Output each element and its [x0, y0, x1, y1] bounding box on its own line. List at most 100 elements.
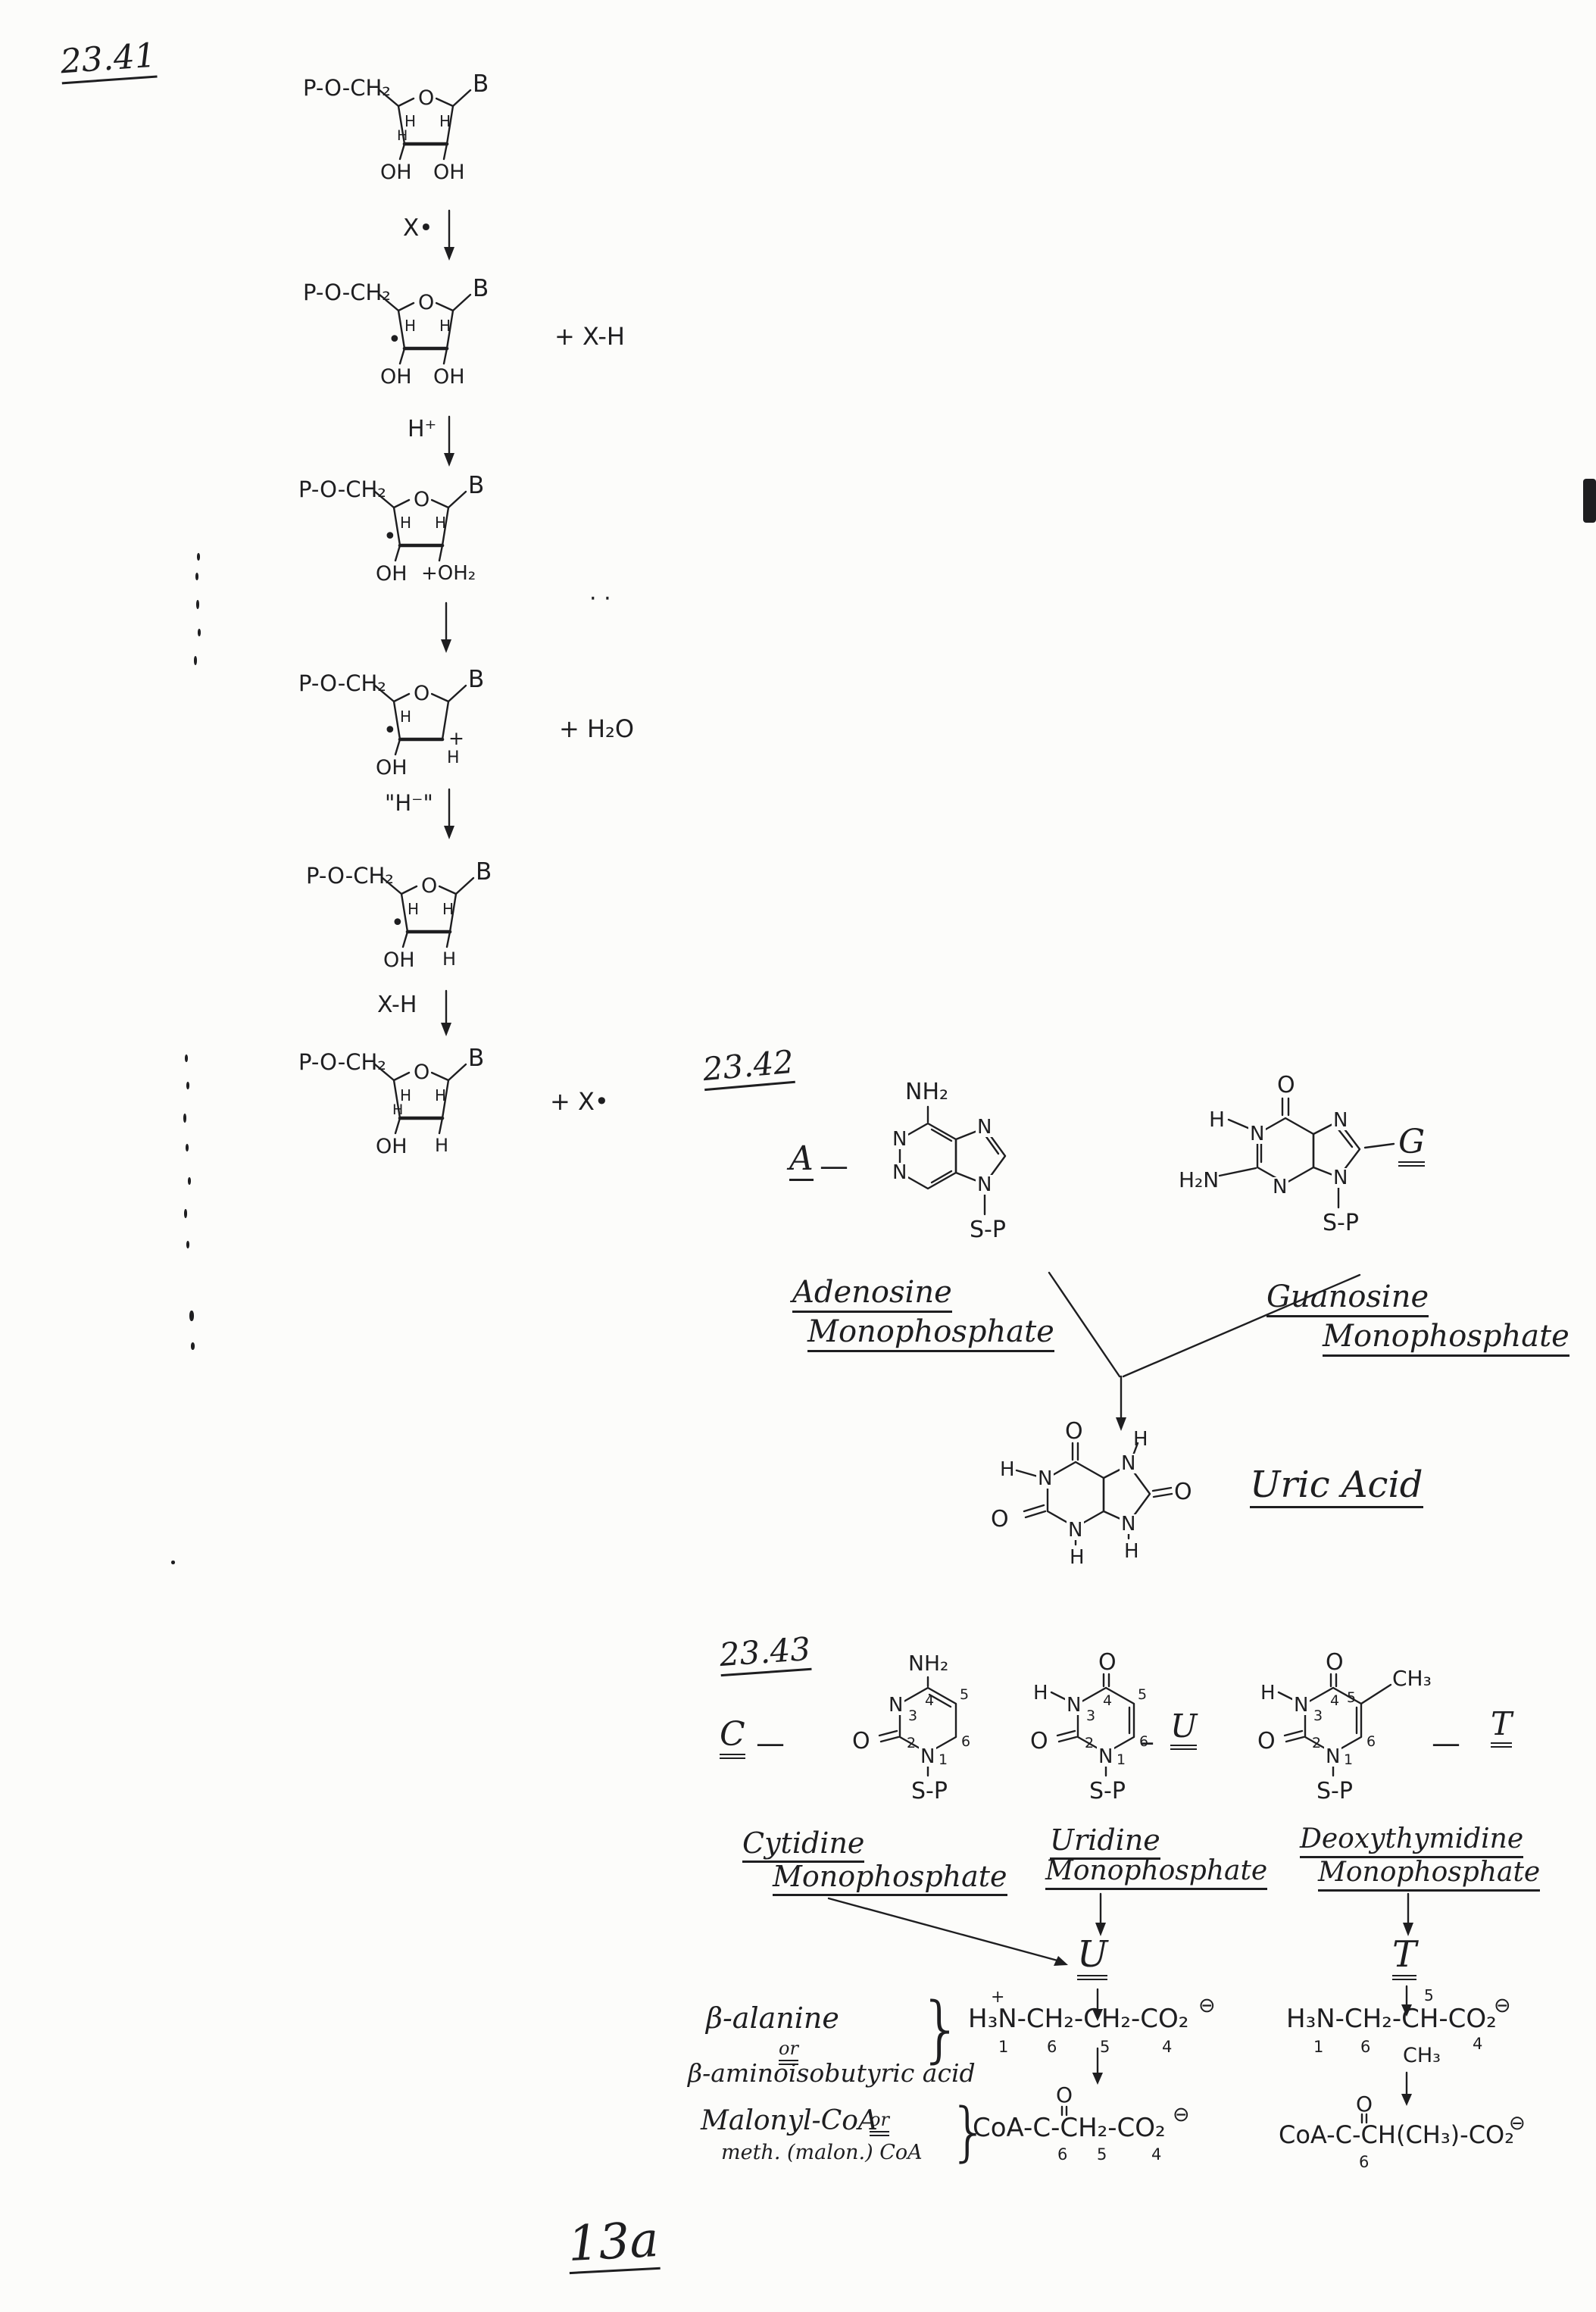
problem-heading-2343: 23.43	[718, 1630, 812, 1677]
radical-dot: •	[383, 717, 397, 744]
sugar-phosphate-label: S-P	[911, 1778, 948, 1804]
radical-dot: •	[391, 910, 404, 936]
carbonyl-o-label: O	[1174, 1479, 1192, 1505]
ring-n-label: N	[976, 1173, 994, 1196]
thymine-letter: T	[1491, 1708, 1513, 1748]
malonyl-coa-label: Malonyl-CoA	[701, 2105, 878, 2136]
byproduct-xh-label: + X-H	[554, 322, 625, 351]
cytidine-name-line1: Cytidine	[742, 1829, 865, 1863]
aminoisobutyrate-formula: H₃N-CH₂-CH-CO₂	[1286, 2004, 1497, 2034]
ring-h-label: H	[442, 948, 457, 970]
guanosine-name-line2: Monophosphate	[1323, 1321, 1569, 1357]
ring-oxygen-label: O	[417, 86, 436, 110]
atom-number: 4	[1151, 2145, 1162, 2164]
ink-speck	[194, 656, 197, 665]
ring-h-label: H	[439, 317, 451, 335]
ring-h-label: H	[435, 1135, 449, 1156]
atom-number: 1	[1313, 2038, 1324, 2056]
ring-n-label: N	[919, 1745, 937, 1768]
t-intermediate-letter: T	[1392, 1936, 1417, 1980]
sugar-structure-1: P-O-CH₂ B O H H H OH OH	[301, 70, 536, 195]
beta-aminoisobutyric-label: β-aminoisobutyric acid	[688, 2058, 976, 2088]
uracil-structure: O H N N O 4 5 3 6 2 1 S-P	[992, 1651, 1250, 1841]
uric-acid-structure: O H N O N H N H O N H	[962, 1420, 1220, 1610]
ring-number: 2	[1085, 1735, 1095, 1751]
ink-speck	[184, 1209, 187, 1218]
reaction-arrow-down	[441, 989, 451, 1036]
ink-speck	[197, 553, 200, 561]
hydroxyl-label: OH	[376, 1135, 408, 1158]
ink-speck	[198, 629, 201, 636]
ink-speck	[186, 1241, 189, 1248]
double-bond-mark	[1060, 2105, 1068, 2117]
ink-speck	[186, 1082, 189, 1089]
adenosine-name-line1: Adenosine	[792, 1277, 952, 1313]
ring-number: 2	[907, 1735, 917, 1751]
ring-nh-h-label: H	[1124, 1540, 1139, 1563]
sugar-phosphate-label: S-P	[1089, 1778, 1126, 1804]
ink-speck	[186, 1144, 189, 1151]
carbonyl-o-label: O	[1030, 1728, 1048, 1754]
ring-number: 1	[1344, 1751, 1354, 1768]
ring-oxygen-label: O	[412, 488, 432, 511]
adenosine-name-line2: Monophosphate	[807, 1317, 1054, 1352]
phosphate-label: P-O-CH₂	[303, 280, 391, 305]
ring-nh-h-label: H	[1209, 1107, 1226, 1132]
radical-reagent-label: X•	[403, 214, 433, 242]
base-label: B	[468, 472, 485, 499]
atom-number: 6	[1360, 2038, 1371, 2056]
sugar-ring-svg	[381, 876, 475, 948]
ring-oxygen-label: O	[417, 291, 436, 314]
hydroxyl-label: OH	[433, 161, 465, 184]
ring-number: 3	[908, 1707, 918, 1724]
hydroxyl-label: OH	[376, 756, 408, 780]
phosphate-label: P-O-CH₂	[298, 670, 386, 696]
reaction-arrow-down	[444, 209, 454, 261]
ring-h-label: H	[435, 1086, 447, 1104]
ring-h-label: H	[404, 317, 417, 335]
ring-number: 6	[1366, 1733, 1376, 1750]
ring-h-label: H	[400, 514, 412, 532]
base-label: B	[476, 858, 492, 886]
ring-n-label: N	[891, 1161, 909, 1184]
atom-number: 1	[998, 2038, 1009, 2056]
phosphate-label: P-O-CH₂	[306, 863, 394, 889]
ring-n-label: N	[1065, 1694, 1083, 1717]
amine-label: H₂N	[1179, 1167, 1220, 1192]
sugar-phosphate-label: S-P	[970, 1217, 1006, 1243]
cation-charge-label: +	[448, 727, 464, 749]
sugar-ring-svg	[373, 1063, 467, 1135]
ring-n-label: N	[891, 1128, 909, 1151]
ring-number: 4	[925, 1692, 935, 1709]
sugar-ring-svg	[373, 490, 467, 562]
radical-dot: •	[383, 523, 397, 550]
ink-speck	[185, 1054, 188, 1062]
sugar-structure-3: P-O-CH₂ B O H H • OH +OH₂	[297, 471, 532, 596]
double-bond-mark	[1360, 2113, 1368, 2124]
uric-acid-name: Uric Acid	[1250, 1467, 1423, 1508]
pathway-arrow-down	[1403, 1892, 1413, 1936]
uracil-letter: U	[1170, 1711, 1198, 1750]
guanosine-name-line1: Guanosine	[1266, 1282, 1429, 1317]
ring-n-label: N	[1120, 1452, 1138, 1475]
reaction-arrow-down	[441, 601, 451, 653]
ring-n-label: N	[1332, 1167, 1350, 1189]
guanine-letter: G	[1398, 1126, 1426, 1167]
ring-nh-h-label: H	[1133, 1428, 1148, 1451]
carboxylate-charge: ⊖	[1198, 1994, 1216, 2017]
ring-h-label: H	[400, 1086, 412, 1104]
pathway-arrow-down	[1401, 2071, 1412, 2106]
carbonyl-o-label: O	[1356, 2092, 1373, 2117]
ring-n-label: N	[1120, 1513, 1138, 1536]
sugar-structure-4: P-O-CH₂ B O H + H • OH	[297, 665, 532, 790]
pathway-arrow-down	[1092, 2047, 1103, 2085]
hydroxyl-label: OH	[376, 562, 408, 586]
protonated-hydroxyl-label: +OH₂	[421, 562, 476, 585]
uridine-name-line1: Uridine	[1050, 1826, 1160, 1860]
radical-dot: •	[388, 326, 401, 353]
methylmalonyl-coa-label: meth. (malon.) CoA	[721, 2141, 923, 2164]
hydride-reagent-label: "H⁻"	[385, 790, 433, 816]
sugar-structure-5: P-O-CH₂ B O H H • OH H	[305, 858, 539, 983]
base-label: B	[473, 275, 489, 302]
u-intermediate-letter: U	[1077, 1936, 1108, 1980]
